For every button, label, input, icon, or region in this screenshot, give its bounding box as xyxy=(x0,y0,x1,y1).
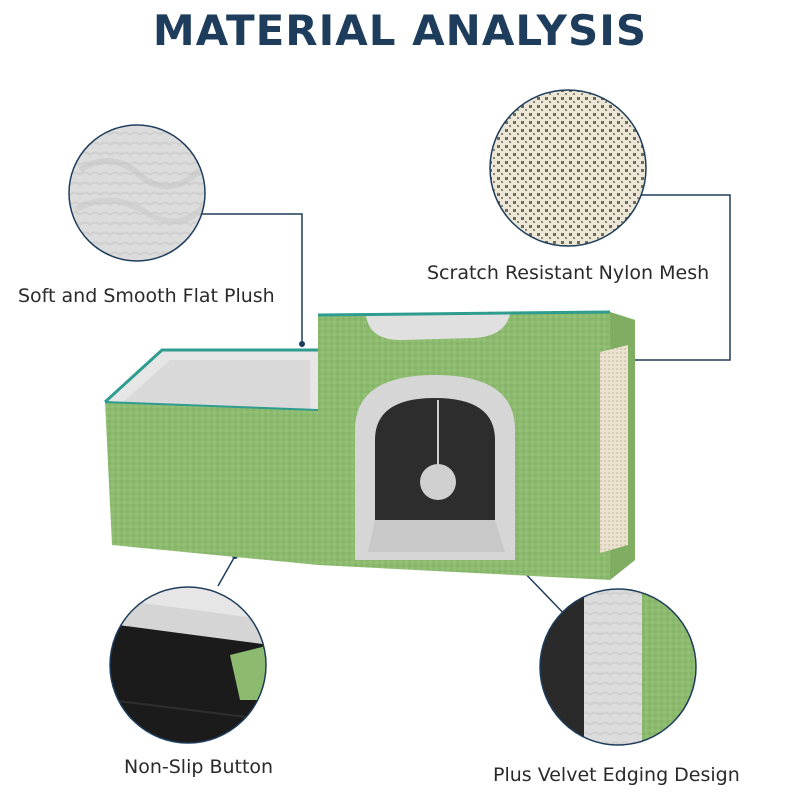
label-plush: Soft and Smooth Flat Plush xyxy=(18,285,275,307)
leader-line-plush xyxy=(200,213,303,344)
cat-bed-right-house xyxy=(317,310,635,580)
leader-line-button xyxy=(217,555,236,587)
cat-bed-left-box xyxy=(103,348,319,565)
label-velvet: Plus Velvet Edging Design xyxy=(493,764,740,786)
velvet-detail-circle xyxy=(539,588,697,746)
label-non-slip: Non-Slip Button xyxy=(124,756,274,778)
toy-ball xyxy=(420,464,456,500)
mesh-detail-circle xyxy=(489,89,647,247)
leader-dot-plush xyxy=(299,341,305,347)
plush-detail-circle xyxy=(68,124,206,262)
leader-line-mesh xyxy=(610,194,731,361)
sisal-scratch-pad xyxy=(600,345,628,553)
label-mesh: Scratch Resistant Nylon Mesh xyxy=(427,262,710,284)
page-title: MATERIAL ANALYSIS xyxy=(152,6,648,55)
non-slip-detail-circle xyxy=(109,586,267,744)
